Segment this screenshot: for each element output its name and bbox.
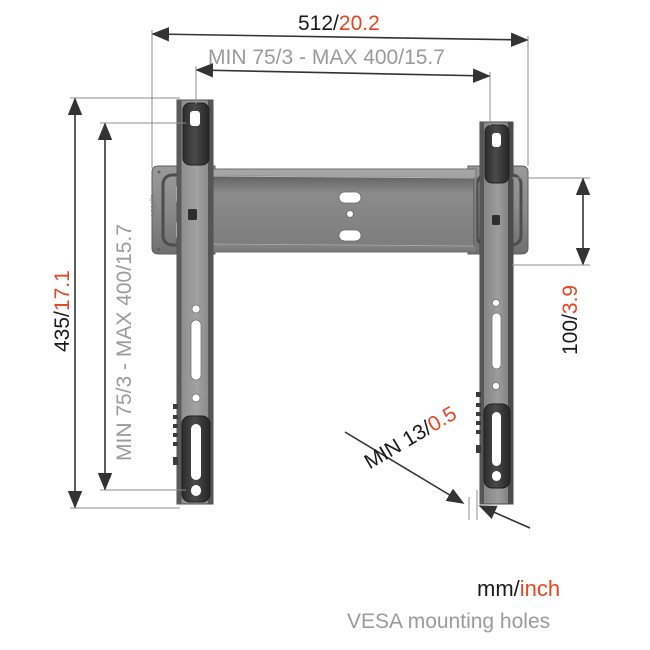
wall-distance-label: MIN 13/0.5 — [360, 402, 464, 476]
right-vesa-rail — [476, 121, 514, 505]
overall-height-sep: / — [51, 311, 74, 317]
overall-width-mm: 512 — [298, 12, 334, 35]
left-vesa-rail — [173, 99, 214, 505]
wall-distance-leader-right — [478, 505, 531, 529]
wall-distance-leader-left — [344, 431, 465, 504]
drop-height-label: 100/3.9 — [559, 285, 630, 376]
drop-height-sep: / — [559, 314, 582, 320]
vesa-horizontal-label: MIN 75/3 - MAX 400/15.7 — [208, 46, 445, 69]
overall-width-inch: 20.2 — [338, 12, 380, 35]
drop-height-inch: 3.9 — [559, 284, 582, 315]
wall-plate — [204, 168, 477, 253]
units-separator: / — [513, 576, 520, 601]
vesa-horizontal-dimension-line — [195, 63, 491, 83]
units-mm-label: mm — [477, 576, 514, 601]
overall-height-inch: 17.1 — [51, 270, 74, 312]
vesa-footnote: VESA mounting holes — [347, 610, 551, 633]
svg-text:vogel's: vogel's — [150, 194, 157, 216]
units-inch-label: inch — [519, 576, 561, 601]
units-legend: mm/inch — [477, 578, 560, 600]
overall-height-mm: 435 — [51, 316, 74, 352]
drop-height-mm: 100 — [559, 319, 582, 355]
overall-width-dimension-line — [151, 27, 529, 47]
center-mounting-holes — [338, 191, 362, 242]
overall-width-sep: / — [333, 12, 339, 35]
vesa-vertical-label: MIN 75/3 - MAX 400/15.7 — [113, 224, 351, 482]
overall-width-label: 512/20.2 — [298, 13, 380, 34]
vesa-vertical-text: MIN 75/3 - MAX 400/15.7 — [113, 224, 136, 461]
